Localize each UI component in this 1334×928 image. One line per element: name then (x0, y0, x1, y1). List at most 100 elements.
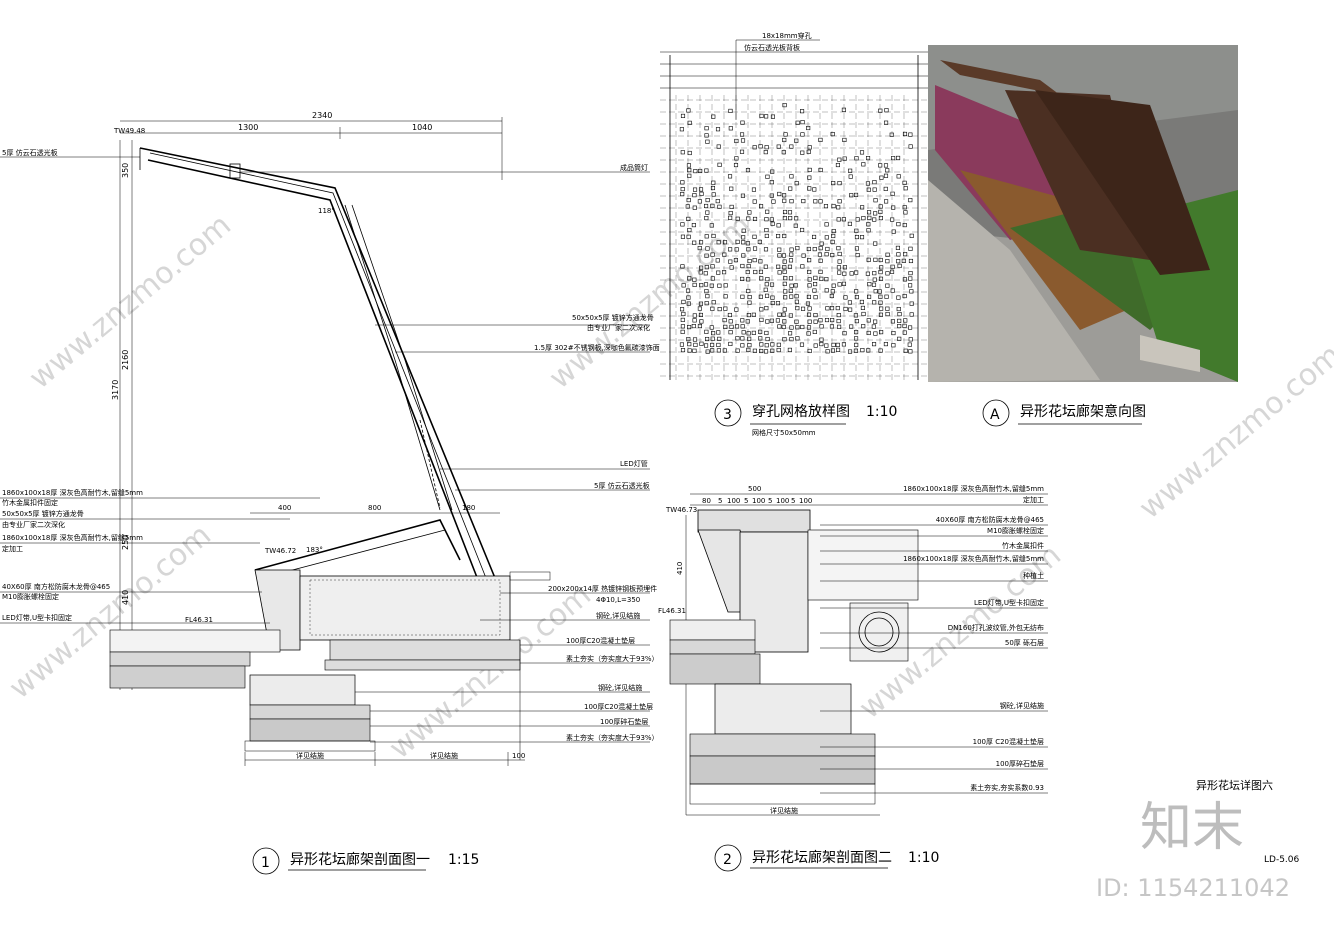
perforation-hole (837, 324, 842, 329)
perforation-hole (752, 258, 757, 263)
perforation-hole (709, 325, 714, 330)
perforation-hole (847, 221, 852, 226)
perforation-hole (787, 264, 793, 269)
note-left-7: 40X60厚 南方松防腐木龙骨@465 (2, 582, 110, 591)
perforation-hole (687, 173, 692, 178)
perforation-hole (897, 336, 902, 341)
perforation-hole (681, 283, 686, 288)
perforation-hole (693, 342, 698, 347)
perforation-hole (829, 324, 835, 329)
note-right-9: 100厚C20混凝土垫层 (566, 636, 635, 645)
perforation-hole (837, 282, 842, 287)
perforation-hole (825, 246, 830, 252)
perforation-hole (765, 336, 770, 342)
section-1-scale: 1:15 (448, 852, 479, 868)
perforation-hole (776, 223, 781, 228)
perforation-hole (861, 216, 866, 221)
perforation-hole (788, 258, 794, 263)
foot-note-a: 详见结施 (296, 751, 324, 760)
perforation-hole (697, 323, 702, 329)
perforation-hole (776, 144, 781, 149)
note-right-4: LED灯管 (620, 459, 648, 468)
perforation-hole (680, 234, 685, 239)
perforation-hole (884, 108, 889, 113)
perforation-hole (890, 288, 895, 293)
perforation-hole (861, 311, 866, 317)
perforation-hole (740, 276, 745, 282)
perforation-hole (687, 120, 692, 125)
perforation-hole (836, 313, 841, 318)
perforation-hole (716, 348, 721, 353)
perforation-hole (795, 120, 800, 125)
perforation-hole (806, 312, 812, 317)
dim-s8: 5 (791, 497, 795, 505)
perforation-hole (716, 240, 721, 245)
perforation-hole (692, 277, 697, 282)
perforation-hole (853, 313, 858, 318)
perforation-hole (824, 277, 829, 282)
perforation-hole (717, 336, 722, 341)
perforation-hole (716, 270, 721, 275)
perforation-hole (729, 204, 734, 209)
perforation-hole (686, 337, 691, 342)
perforation-hole (807, 348, 812, 354)
perforation-hole (687, 150, 692, 156)
perforation-hole (830, 348, 835, 353)
perforation-hole (806, 149, 811, 154)
dim-400: 400 (278, 504, 291, 512)
perforation-hole (878, 215, 883, 221)
perforation-hole (873, 289, 878, 294)
perforation-hole (902, 205, 907, 210)
perforation-hole (729, 265, 734, 270)
perforation-hole (885, 168, 890, 173)
perforation-hole (867, 282, 872, 287)
perforation-hole (679, 342, 684, 347)
perforation-hole (824, 235, 829, 240)
perforation-hole (788, 313, 793, 318)
perforation-hole (709, 223, 714, 228)
perforation-hole (835, 342, 840, 347)
perforation-hole (854, 336, 859, 341)
perforation-hole (759, 276, 764, 281)
perforation-hole (728, 215, 733, 220)
perforation-hole (692, 187, 698, 192)
perforation-hole (867, 294, 872, 299)
circle-label-3: 3 (723, 407, 732, 423)
perforation-hole (710, 185, 716, 191)
perforation-hole (705, 198, 710, 203)
perforation-hole (680, 324, 685, 329)
section-3-title: 3 穿孔网格放样图 1:10 网格尺寸50x50mm (714, 399, 897, 437)
perforation-hole (883, 342, 888, 347)
perforation-hole (704, 301, 709, 306)
perforation-hole (746, 264, 751, 269)
perforation-hole (800, 306, 806, 311)
perforation-hole (890, 264, 895, 269)
perforation-hole (783, 289, 788, 294)
perforation-hole (884, 294, 889, 299)
perforation-hole (908, 144, 913, 149)
perforation-hole (873, 198, 878, 203)
level-tw2: TW46.72 (264, 547, 296, 555)
perforation-hole (715, 127, 721, 132)
perforation-hole (770, 342, 775, 347)
note-right-5: 5厚 仿云石透光板 (594, 481, 650, 490)
perforation-hole (746, 288, 751, 294)
perforation-hole (842, 156, 847, 161)
note-left-0: 5厚 仿云石透光板 (2, 148, 58, 157)
perforation-hole (745, 168, 751, 173)
perforation-hole (711, 180, 716, 185)
section-2-title-text: 异形花坛廊架剖面图二 (752, 849, 892, 866)
perforation-hole (704, 203, 709, 209)
perforation-hole (758, 259, 763, 264)
perforation-hole (764, 114, 769, 119)
perforation-hole (781, 324, 786, 329)
perforation-hole (836, 246, 841, 251)
perforation-hole (710, 306, 715, 311)
perforation-hole (873, 241, 878, 246)
perforation-hole (759, 113, 764, 118)
perforation-hole (745, 241, 750, 246)
section-1-title: 1 异形花坛廊架剖面图一 1:15 (252, 847, 479, 875)
s2-note-9: 50厚 砾石层 (1005, 638, 1044, 647)
perforation-hole (680, 150, 685, 155)
